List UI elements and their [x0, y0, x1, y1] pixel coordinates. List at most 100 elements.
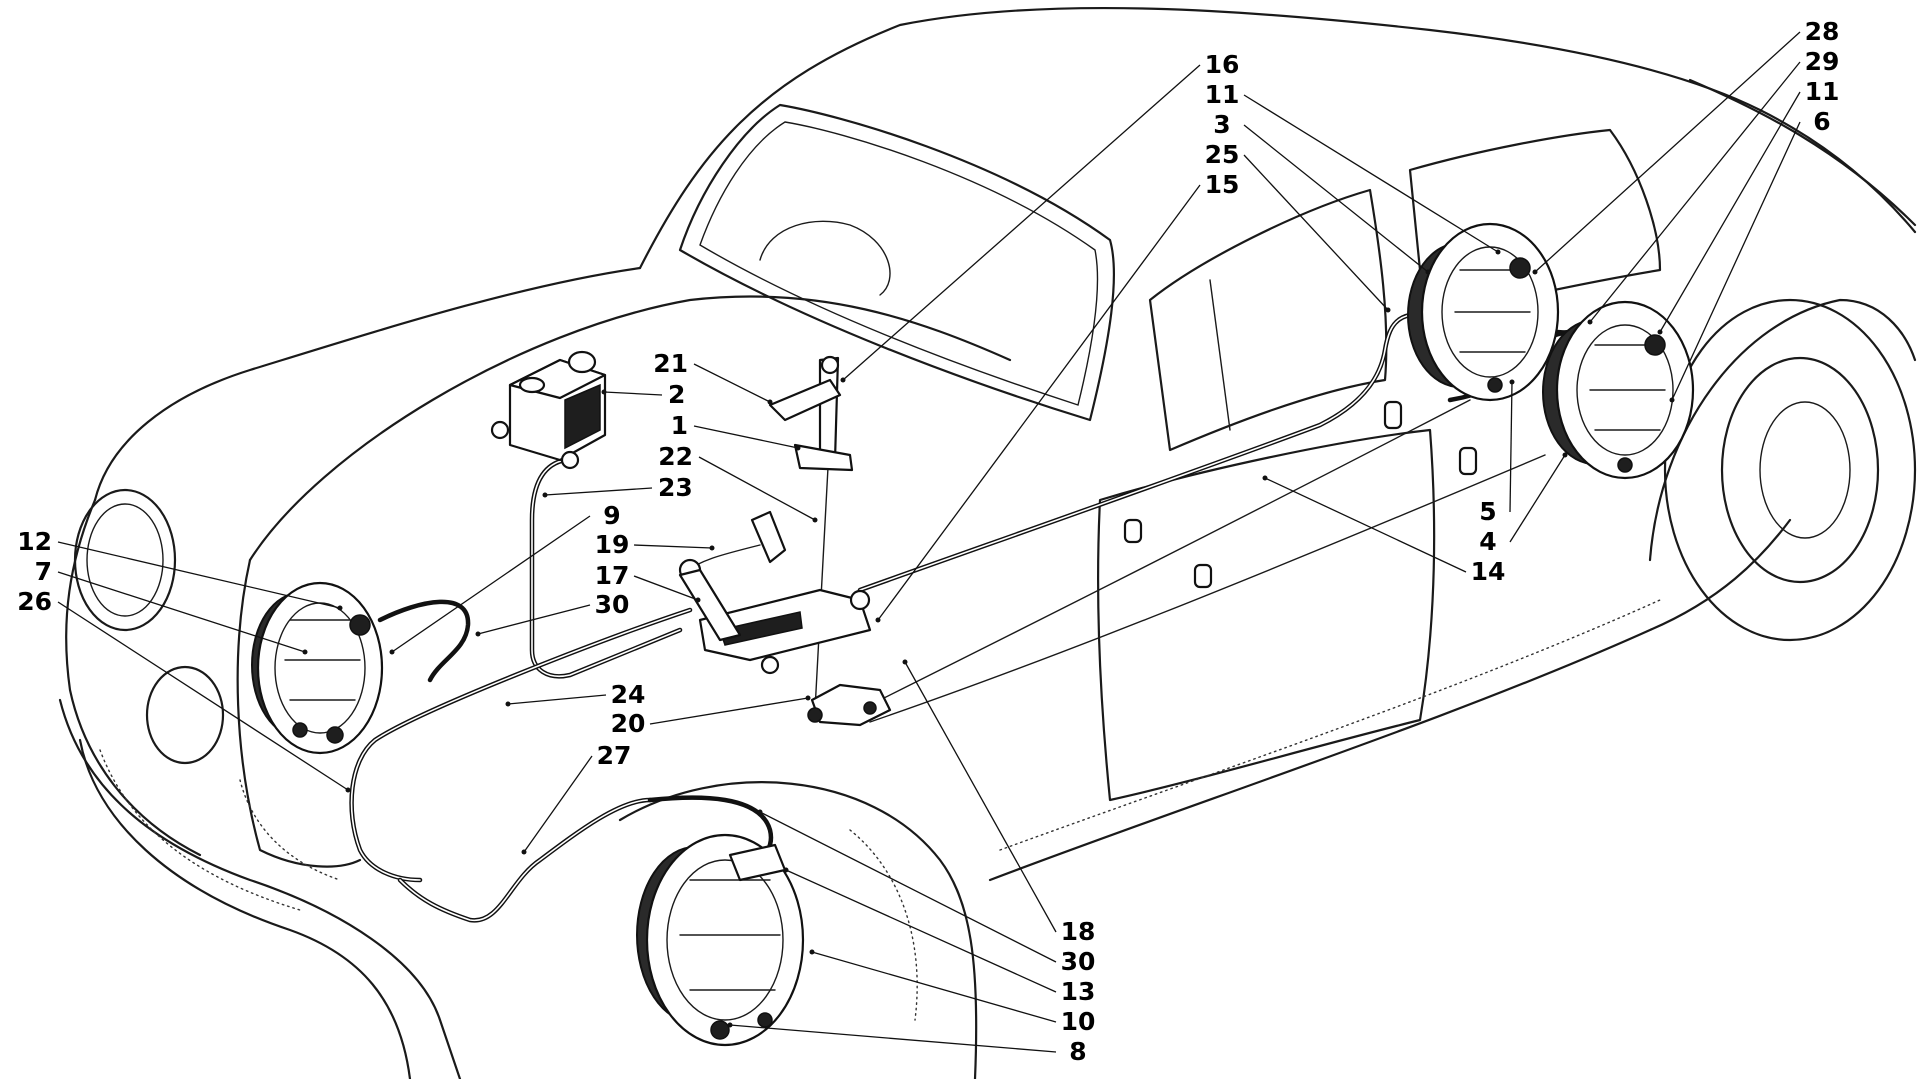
callout-number-c12: 12 [17, 527, 52, 556]
headlight-lens [86, 503, 164, 617]
callout-leader-c16a [842, 64, 1201, 381]
callout-number-c4: 4 [1479, 527, 1496, 556]
callout-anchor-c21 [767, 399, 773, 405]
callout-leader-c12 [57, 541, 341, 609]
callout-anchor-c27 [521, 849, 527, 855]
callout-leader-c10 [811, 951, 1057, 1023]
roof-line [638, 6, 1917, 270]
door-pillar [1209, 279, 1231, 431]
callout-leader-c25 [1243, 154, 1389, 311]
hood-line [93, 266, 642, 502]
callout-number-c5: 5 [1479, 497, 1496, 526]
callout-anchor-c17 [695, 597, 701, 603]
callout-anchor-c29 [1587, 319, 1593, 325]
components [251, 222, 1695, 1047]
car-body-outline [58, 6, 1917, 1079]
door-outline [1096, 428, 1436, 802]
pipe-master-to-front-left [349, 607, 693, 883]
callout-anchor-c7 [302, 649, 308, 655]
callout-number-c11b: 11 [1805, 77, 1840, 106]
handbrake-equalizer [807, 683, 892, 727]
callout-anchor-c11b [1657, 329, 1663, 335]
cable-clip [1383, 400, 1403, 430]
callout-leader-c29 [1589, 61, 1801, 323]
callout-leader-c11a [1243, 94, 1499, 253]
rear-left-brake-drum [1407, 222, 1560, 402]
fluid-reservoir [490, 350, 607, 470]
callout-leaders [57, 31, 1801, 1053]
handbrake-cables [814, 399, 1546, 723]
front-right-brake-drum [636, 833, 805, 1047]
callout-anchor-c18 [902, 659, 908, 665]
callout-leader-c14 [1264, 477, 1467, 573]
callout-number-c13: 13 [1061, 977, 1096, 1006]
callout-anchor-c25 [1385, 307, 1391, 313]
callout-anchor-c13 [783, 867, 789, 873]
callout-leader-c21 [693, 363, 771, 403]
callout-number-c28: 28 [1805, 17, 1840, 46]
callout-leader-c9 [391, 515, 591, 653]
callout-number-c10: 10 [1061, 1007, 1096, 1036]
callout-leader-c27 [523, 755, 593, 853]
cable-rear-right [869, 454, 1546, 723]
front-bumper-lower [78, 738, 412, 1079]
callout-number-c25: 25 [1205, 140, 1240, 169]
callout-anchor-c11a [1495, 249, 1501, 255]
callout-number-c17: 17 [595, 561, 630, 590]
windshield [678, 103, 1116, 422]
callout-anchor-c9 [389, 649, 395, 655]
front-tire-tread [849, 829, 918, 1021]
callout-leader-c2 [603, 391, 663, 396]
callout-number-c26: 26 [17, 587, 52, 616]
callout-leader-c23 [544, 487, 653, 496]
hood-front-edge [248, 295, 1012, 562]
callout-leader-c15 [877, 184, 1201, 621]
callout-anchor-c19 [709, 545, 715, 551]
rear-wheel-tire [1663, 298, 1917, 642]
callout-number-c7: 7 [35, 557, 52, 586]
body-side-lower [988, 518, 1792, 882]
callout-number-c23: 23 [658, 473, 693, 502]
rear-deck-line [1688, 78, 1917, 227]
callout-number-c15: 15 [1205, 170, 1240, 199]
callout-number-c14: 14 [1471, 557, 1506, 586]
callout-number-c3: 3 [1213, 110, 1230, 139]
callout-leader-c19 [633, 544, 713, 549]
callout-number-c11a: 11 [1205, 80, 1240, 109]
callout-anchor-c24 [505, 701, 511, 707]
side-window-front [1148, 188, 1388, 452]
callout-leader-c1 [693, 425, 799, 449]
callout-number-c21: 21 [653, 349, 688, 378]
handbrake-rod [814, 429, 831, 711]
callout-anchor-c3 [1425, 269, 1431, 275]
callout-leader-c3 [1243, 124, 1429, 273]
callout-leader-c7 [57, 571, 306, 653]
callout-leader-c24 [507, 694, 607, 705]
callout-number-c18: 18 [1061, 917, 1096, 946]
callout-leader-c17 [633, 575, 699, 601]
callout-number-c27: 27 [597, 741, 632, 770]
callout-leader-c22 [698, 456, 816, 521]
callout-leader-c18 [904, 661, 1057, 933]
callout-leader-c26 [57, 601, 349, 791]
front-wheel-arch [618, 781, 978, 1079]
callout-anchor-c8 [727, 1022, 733, 1028]
brake-pedal-lever [768, 355, 854, 472]
callout-anchor-c26 [345, 787, 351, 793]
bumper-shading [99, 749, 301, 911]
fog-light [145, 665, 225, 765]
callout-leader-c11b [1659, 91, 1801, 333]
cable-clip [1193, 563, 1213, 589]
callout-anchor-c22 [812, 517, 818, 523]
callout-anchor-c12 [337, 605, 343, 611]
pedal-pad [750, 510, 787, 564]
callout-number-c24: 24 [611, 680, 646, 709]
callout-anchor-c15 [875, 617, 881, 623]
callout-anchor-c4 [1562, 452, 1568, 458]
callout-anchor-c1 [795, 445, 801, 451]
callout-leader-c30b [759, 811, 1057, 963]
callout-anchor-c30b [757, 809, 763, 815]
callout-number-c19: 19 [595, 530, 630, 559]
cable-clip [1458, 446, 1478, 476]
